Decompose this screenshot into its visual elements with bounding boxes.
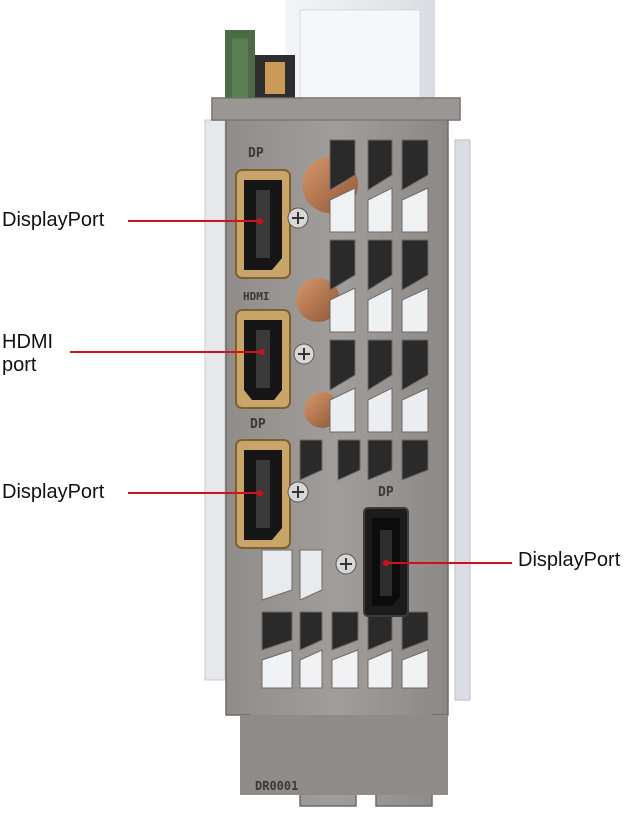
card-shroud — [204, 0, 471, 701]
callout-label-displayport-right: DisplayPort — [518, 549, 621, 571]
callout-label-displayport-middle: DisplayPort — [2, 481, 105, 503]
bracket-label-dp-1: DP — [248, 146, 264, 161]
displayport-connector-2 — [235, 439, 291, 549]
bracket-label-hdmi: HDMI — [243, 290, 270, 303]
callout-dot-dp-top — [257, 218, 263, 224]
callout-label-hdmi-line1: HDMI — [2, 331, 54, 353]
callout-label-hdmi-line2: port — [2, 354, 37, 376]
bracket-label-dp-3: DP — [378, 485, 394, 500]
callout-line-dp-right — [386, 562, 512, 564]
bracket-screw-4 — [335, 553, 357, 575]
displayport-connector-1 — [235, 169, 291, 279]
hdmi-connector — [235, 309, 291, 409]
bracket-screw-2 — [293, 343, 315, 365]
callout-line-dp-middle — [128, 492, 260, 494]
callout-dot-dp-middle — [257, 490, 263, 496]
callout-dot-dp-right — [383, 560, 389, 566]
bracket-screw-3 — [287, 481, 309, 503]
bracket-screw-1 — [287, 207, 309, 229]
bracket-label-dp-2: DP — [250, 417, 266, 432]
bracket-part-code: DR0001 — [255, 779, 298, 793]
callout-label-displayport-top: DisplayPort — [2, 209, 105, 231]
vent-grille — [261, 139, 429, 689]
callout-line-dp-top — [128, 220, 260, 222]
callout-dot-hdmi — [259, 349, 265, 355]
callout-line-hdmi — [70, 351, 262, 353]
